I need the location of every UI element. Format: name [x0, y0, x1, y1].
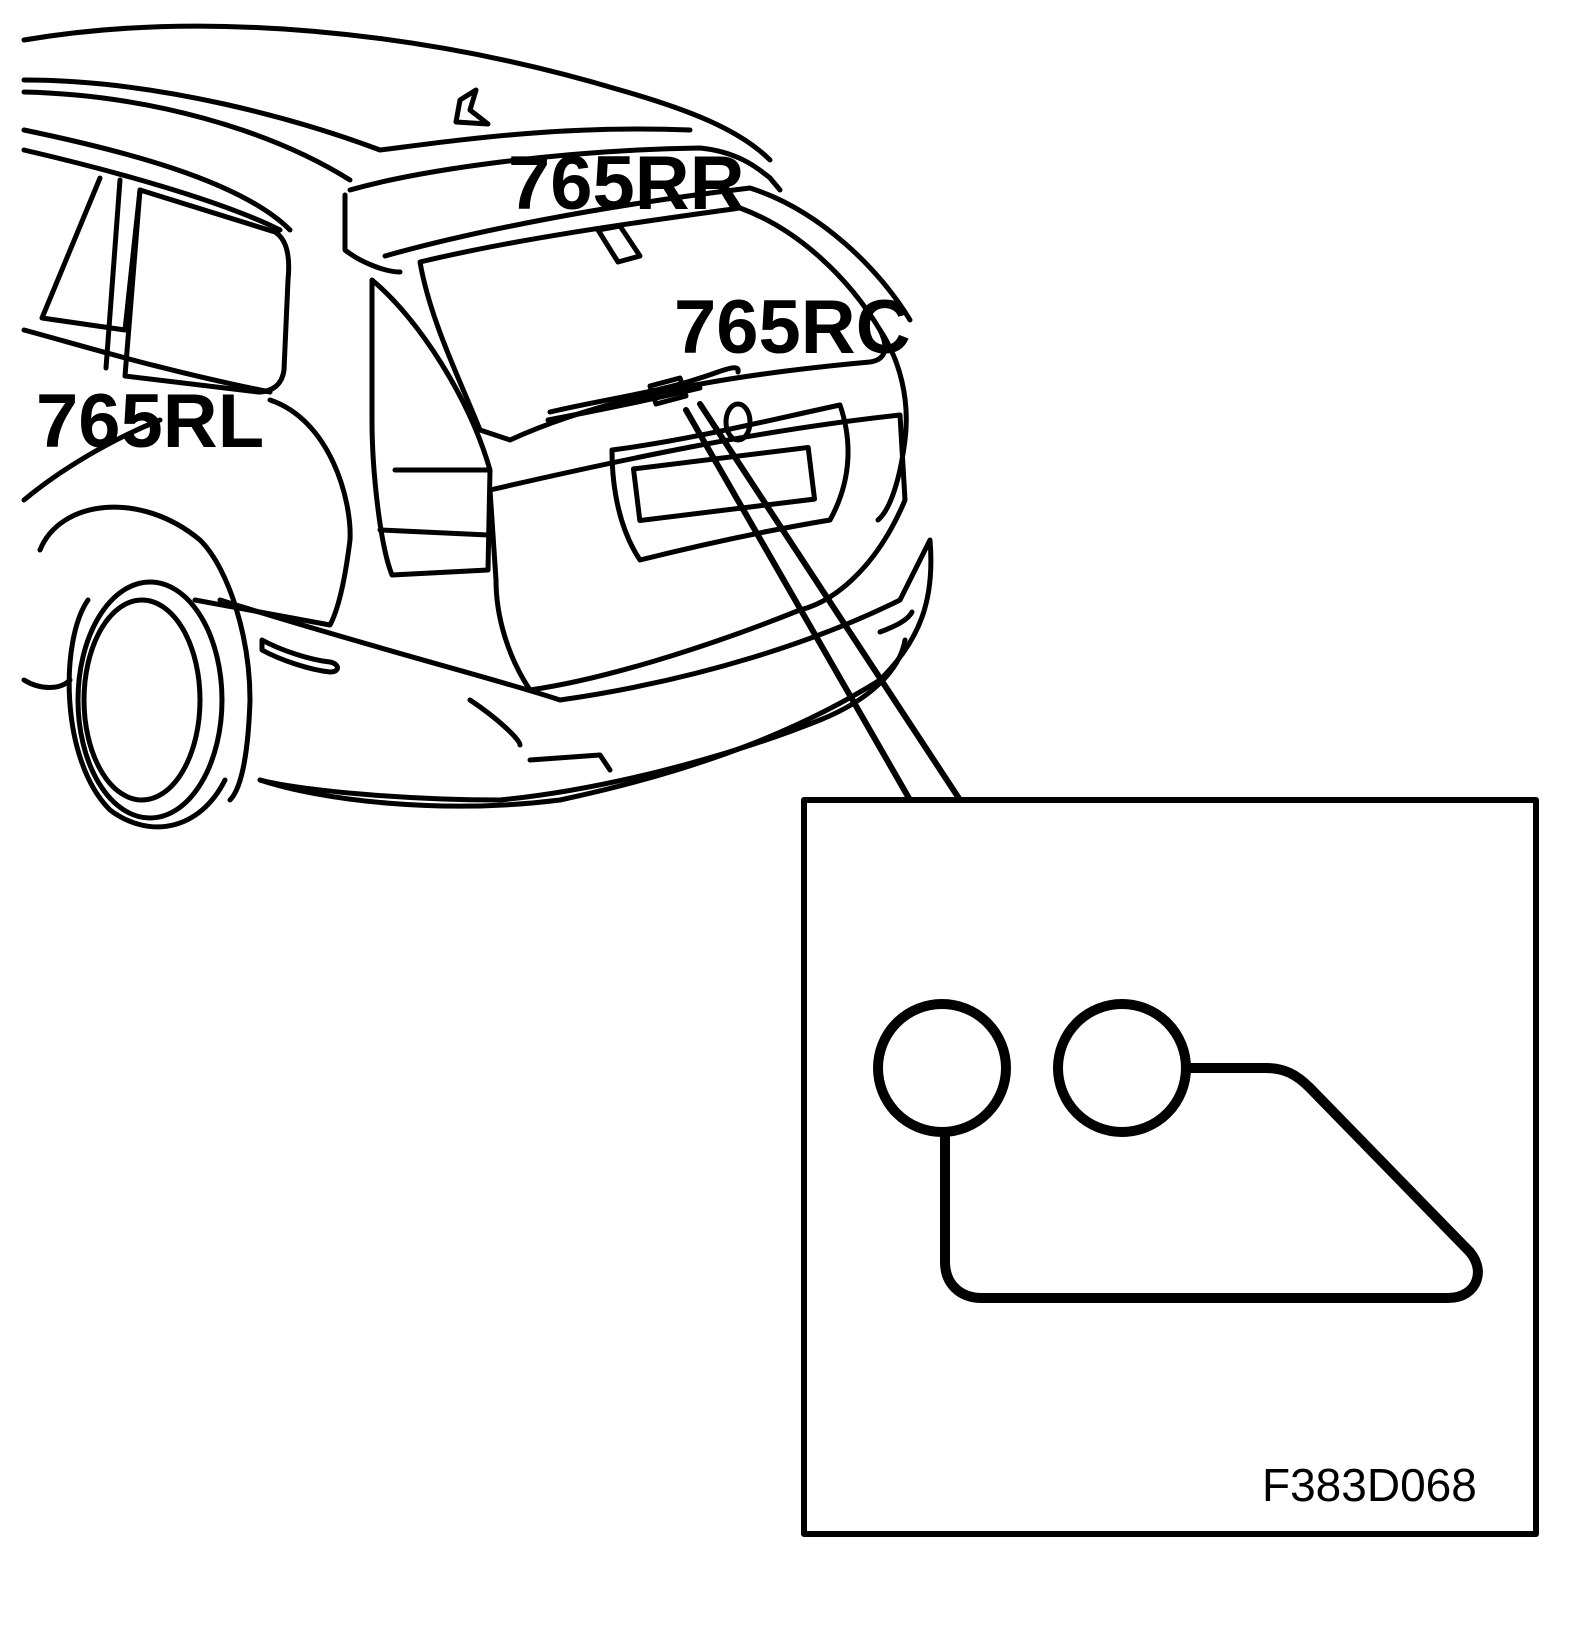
- connector-pin-right: [1053, 999, 1191, 1137]
- wiper-arm: [545, 385, 703, 423]
- roof-rail-second: [21, 127, 293, 233]
- car-illustration: [21, 23, 934, 830]
- connector-housing-outline: [940, 1063, 1483, 1303]
- label-765rl: 765RL: [36, 379, 265, 464]
- rear-wheel-inner: [81, 597, 203, 803]
- rear-reflector-right: [877, 609, 915, 635]
- rear-bumper: [217, 537, 934, 809]
- label-765rc: 765RC: [674, 285, 911, 370]
- tail-lamp-right: [875, 327, 909, 523]
- callout-leader: [683, 401, 963, 803]
- window-sill: [21, 327, 273, 395]
- tail-lamp-left-seg2: [377, 527, 491, 538]
- bumper-step: [527, 752, 613, 773]
- b-pillar: [103, 177, 123, 371]
- side-window-front: [39, 175, 143, 333]
- tailgate-upper-frame: [382, 185, 913, 323]
- rear-badge: [723, 401, 753, 443]
- tailgate-panel: [487, 412, 908, 693]
- label-765rr: 765RR: [508, 141, 745, 226]
- detail-box: [801, 797, 1539, 1537]
- spoiler-lower: [342, 192, 403, 275]
- tyre: [66, 597, 228, 830]
- figure-code: F383D068: [1262, 1459, 1477, 1511]
- wheel-arch: [37, 504, 253, 803]
- licence-plate: [630, 444, 818, 524]
- bumper-lower: [257, 637, 908, 803]
- plate-recess: [609, 402, 851, 563]
- leader-line-right: [697, 401, 963, 803]
- roof-line: [21, 23, 773, 163]
- rear-wiper: [547, 365, 741, 415]
- roof-rail: [21, 77, 693, 153]
- door-frame-outer: [21, 147, 283, 233]
- brake-light: [595, 223, 643, 265]
- side-reflector: [259, 637, 340, 675]
- connector-detail: [873, 999, 1483, 1303]
- exhaust-line: [467, 697, 523, 748]
- roof-antenna: [453, 87, 491, 127]
- rear-washer-nozzle: [647, 375, 689, 407]
- roof-rail-inner: [21, 89, 353, 183]
- connector-pin-left: [873, 999, 1011, 1137]
- rear-window: [417, 205, 888, 443]
- bumper-edge-left: [21, 677, 73, 690]
- side-panel: [21, 397, 353, 628]
- rear-wheel: [75, 579, 225, 821]
- roof-spoiler: [347, 145, 783, 193]
- leader-line-left: [683, 407, 913, 803]
